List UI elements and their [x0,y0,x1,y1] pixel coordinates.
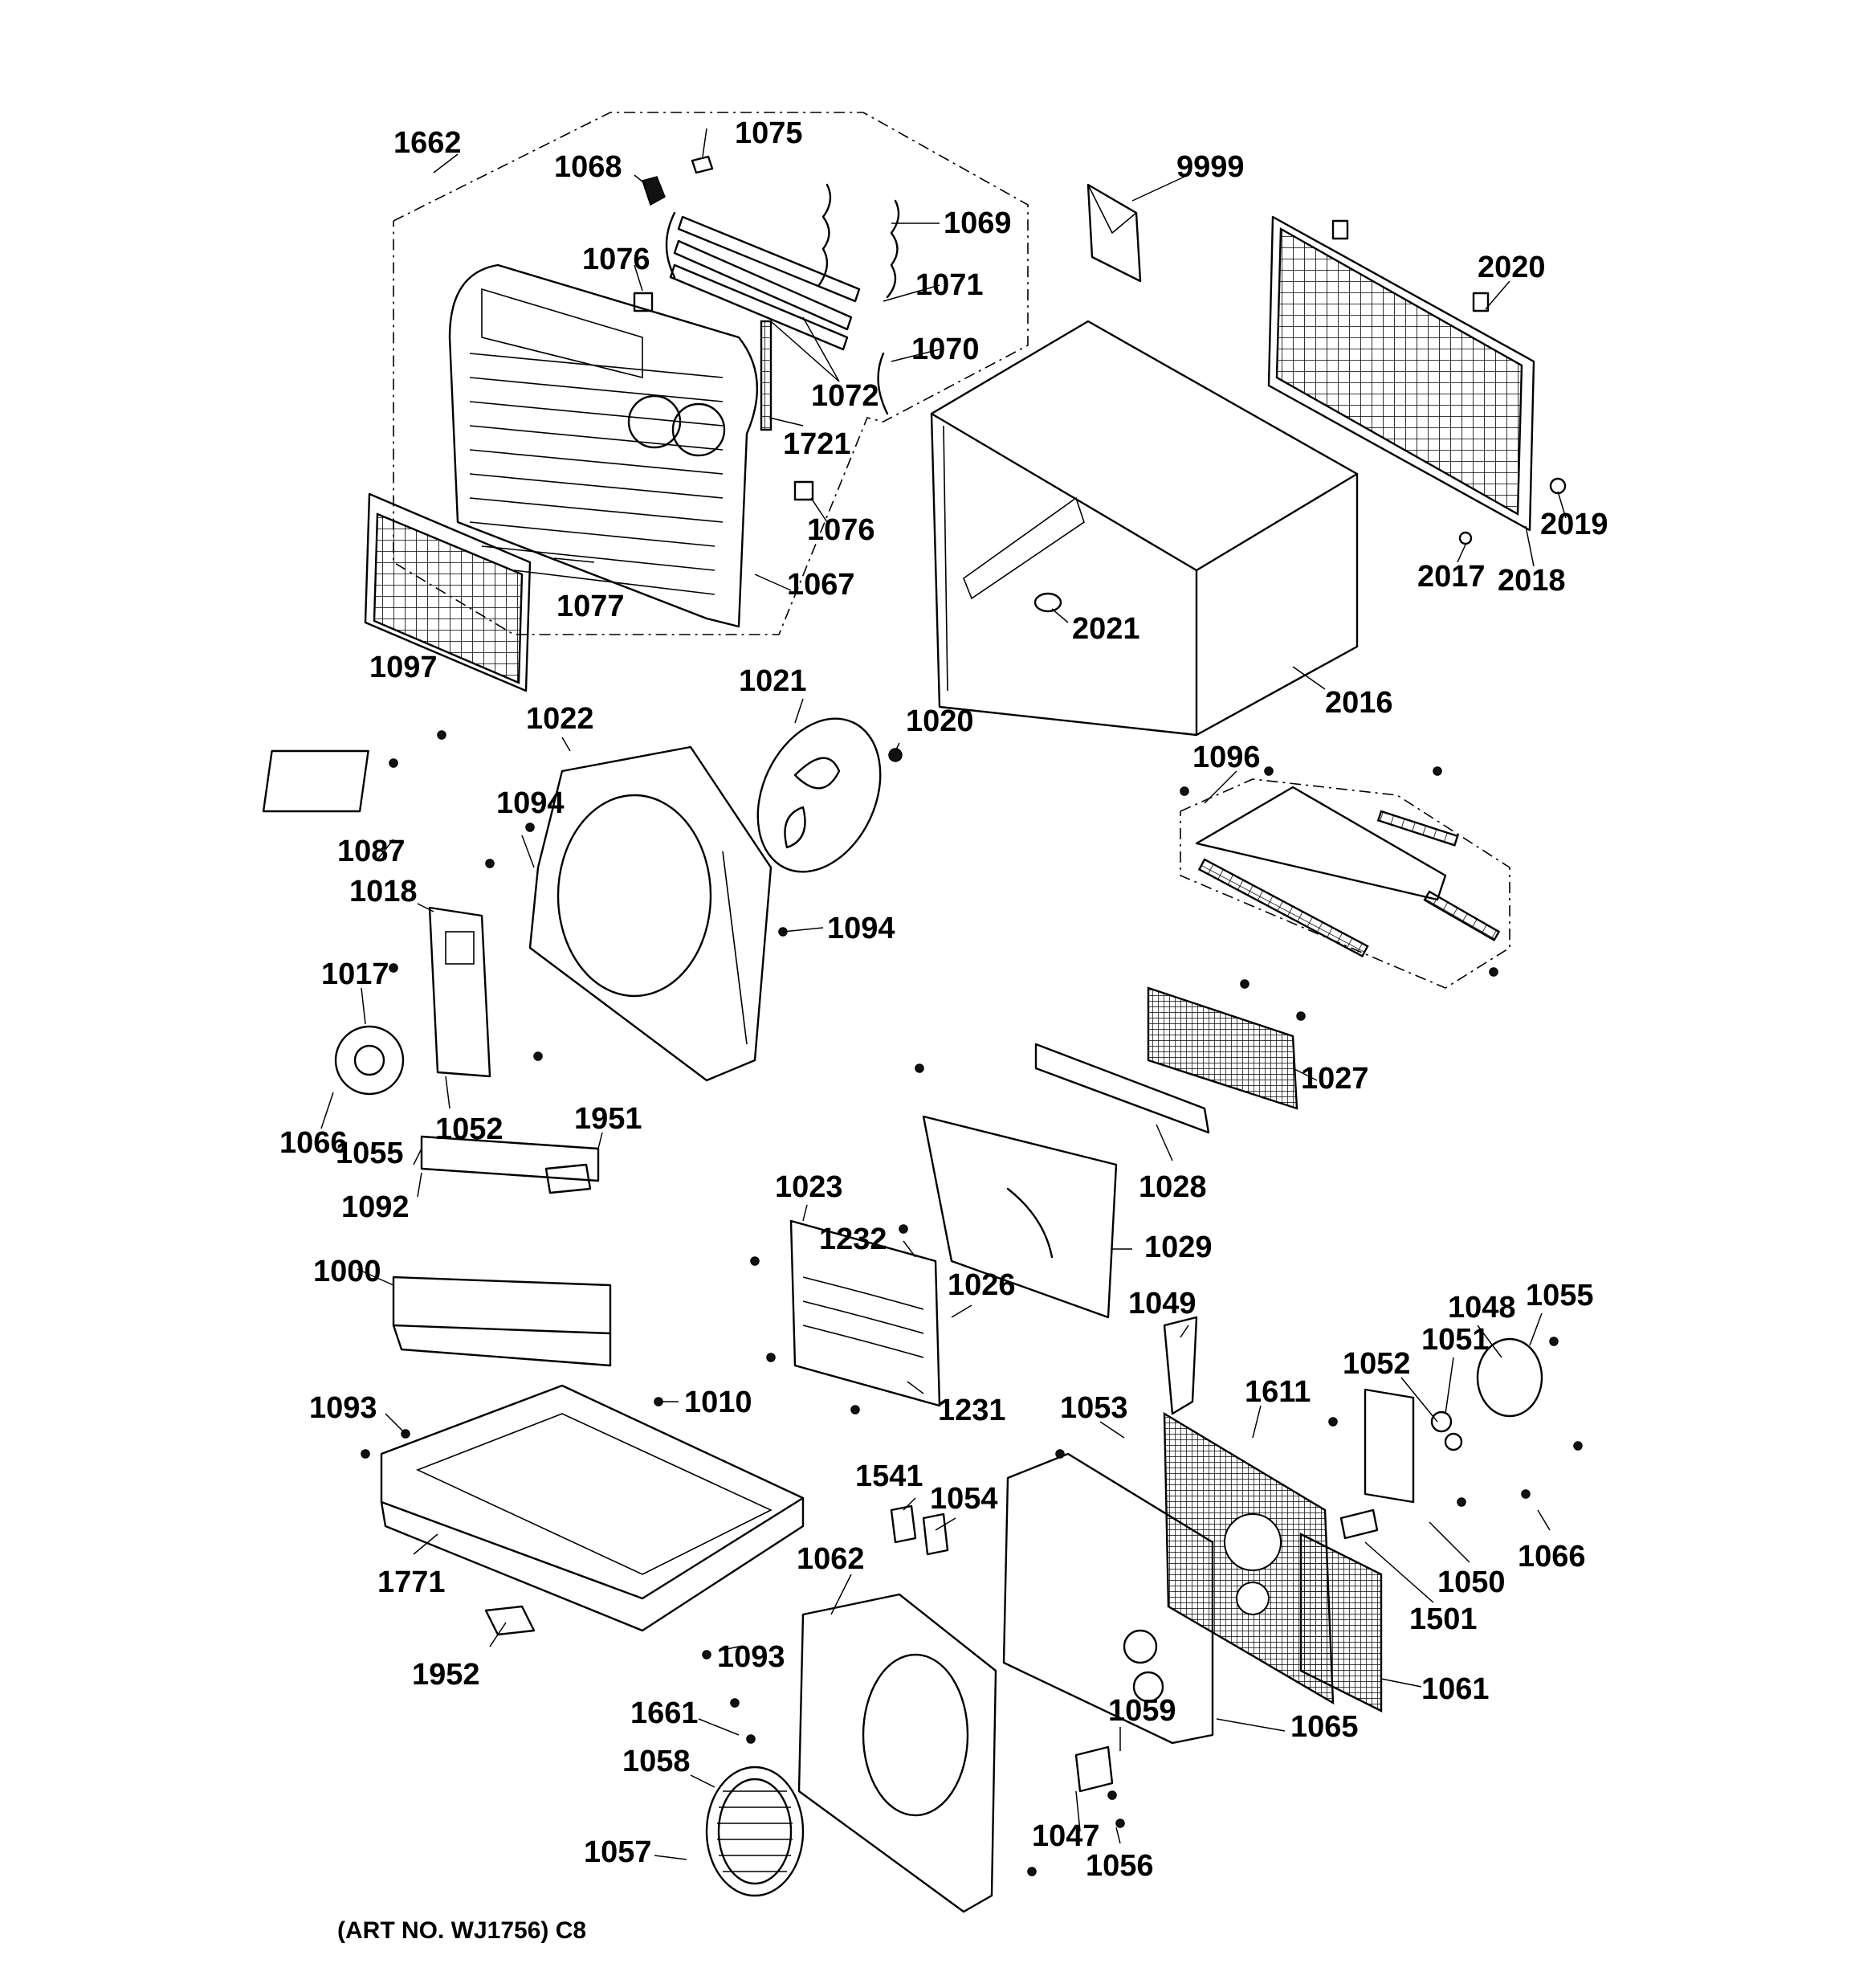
callout-label: 1093 [717,1640,785,1674]
condenser-bracket [922,1115,1118,1319]
callout-label: 1051 [1421,1323,1490,1357]
callout-label: 1057 [584,1835,652,1869]
callout-label: 1059 [1108,1694,1176,1728]
evaporator-coil [789,1219,941,1407]
callout-label: 2016 [1325,686,1393,720]
callout-label: 1231 [938,1394,1006,1427]
callout-label: 1027 [1301,1062,1369,1096]
callout-label: 2020 [1478,251,1546,284]
callout-label: 1501 [1409,1602,1478,1636]
leader-lines [320,128,1567,1860]
callout-label: 1047 [1032,1819,1100,1853]
callout-label: 1066 [279,1126,348,1160]
callout-label: 2017 [1417,560,1486,594]
callout-label: 1061 [1421,1672,1490,1706]
callout-label: 1021 [739,664,807,698]
callout-label: 2018 [1498,564,1566,598]
callout-label: 1077 [556,590,625,623]
callout-label: 1232 [819,1223,887,1256]
callout-label: 1070 [911,333,980,366]
callout-label: 2021 [1072,612,1140,646]
callout-label: 1071 [915,268,984,302]
drain-tray [392,1135,612,1367]
callout-label: 1076 [807,513,875,547]
callout-label: 1094 [827,912,895,945]
callout-label: 1010 [684,1386,752,1419]
callout-label: 1069 [944,206,1012,240]
cabinet-case [930,320,1359,737]
callout-label: 1094 [496,786,565,820]
motor-mount [262,749,491,1096]
fan-shroud [528,745,773,1082]
callout-label: 1087 [337,835,406,868]
callout-label: 1097 [369,651,438,684]
front-grille-group [393,112,1029,635]
callout-labels: 1662 1075 1068 1069 1076 1071 1070 1072 … [279,116,1608,1883]
callout-label: 1062 [797,1542,865,1576]
base-pan [380,1384,805,1636]
condenser-fan-blade [756,717,903,873]
instruction-envelope [1086,183,1142,283]
callout-label: 1661 [630,1696,699,1730]
blower-housing [797,1593,997,1913]
electrical-components [890,1316,1379,1793]
callout-label: 1067 [787,568,855,602]
callout-label: 1093 [309,1391,377,1425]
callout-label: 1662 [393,126,462,160]
callout-label: 1068 [554,150,622,184]
callout-label: 1072 [811,379,879,413]
callout-label: 1092 [341,1190,410,1224]
callout-label: 1020 [906,704,974,738]
callout-label: 2019 [1540,508,1608,541]
art-number: (ART NO. WJ1756) C8 [337,1917,586,1944]
callout-label: 1017 [321,957,389,991]
air-filter [364,492,532,692]
top-rail-group [1180,778,1510,989]
condenser-coil [1034,986,1298,1134]
callout-label: 1096 [1192,741,1261,774]
callout-label: 1055 [1526,1279,1594,1312]
callout-label: 1052 [1343,1347,1411,1381]
callout-label: 1029 [1144,1231,1213,1264]
callout-label: 1055 [336,1137,404,1170]
callout-label: 1076 [582,243,650,276]
callout-label: 1053 [1060,1391,1128,1425]
callout-label: 1000 [313,1255,381,1288]
callout-label: 1951 [574,1102,642,1136]
callout-label: 9999 [1176,150,1245,184]
callout-label: 1023 [775,1170,843,1204]
callout-label: 1075 [735,116,803,150]
callout-label: 1050 [1437,1565,1506,1599]
callout-label: 1066 [1518,1540,1586,1574]
callout-label: 1058 [622,1745,691,1778]
callout-label: 1771 [377,1565,446,1599]
screws [361,730,1583,1876]
callout-label: 1028 [1139,1170,1207,1204]
callout-label: 1022 [526,702,594,736]
callout-label: 1048 [1448,1291,1516,1325]
callout-label: 1049 [1128,1287,1196,1321]
partition-panel [1002,1452,1214,1745]
callout-label: 1052 [435,1112,503,1146]
callout-label: 1054 [930,1482,998,1516]
callout-label: 1026 [948,1268,1016,1302]
callout-label: 1018 [349,875,418,908]
callout-label: 1541 [855,1459,923,1493]
callout-label: 1065 [1290,1710,1359,1744]
blower-motor [1364,1337,1543,1504]
callout-label: 1721 [783,427,851,461]
callout-label: 1952 [412,1658,480,1692]
blower-wheel [705,1766,805,1897]
callout-label: 1056 [1086,1849,1154,1883]
callout-label: 1611 [1245,1375,1311,1409]
insulation-panel [1163,1411,1383,1712]
